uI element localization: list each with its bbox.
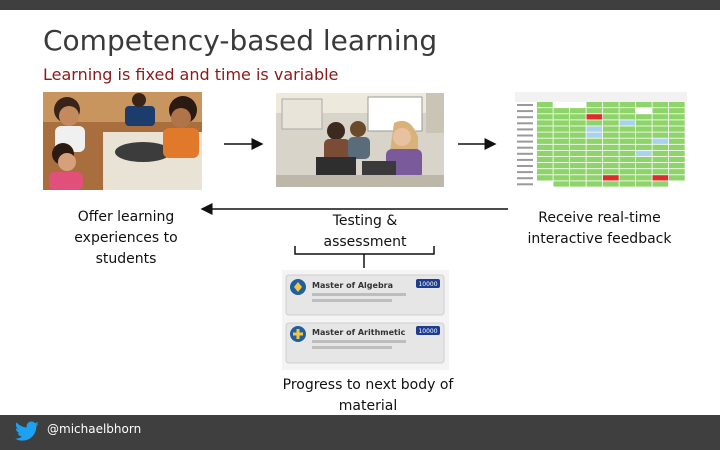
mastery-badges-image: Master of Algebra 10000 Master of Arithm… xyxy=(282,270,449,370)
slide-title: Competency-based learning xyxy=(43,24,438,57)
feedback-dashboard-image xyxy=(515,92,687,190)
caption-offer: Offer learning experiences to students xyxy=(74,209,178,267)
footer-bar xyxy=(0,415,720,450)
badge-arithmetic-title: Master of Arithmetic xyxy=(312,328,406,337)
slide-subtitle: Learning is fixed and time is variable xyxy=(43,65,339,84)
badge-arithmetic-points: 10000 xyxy=(418,328,437,335)
badge-algebra-title: Master of Algebra xyxy=(312,281,393,290)
students-laptops-photo xyxy=(276,93,444,187)
children-learning-photo xyxy=(43,92,202,190)
twitter-handle: @michaelbhorn xyxy=(47,422,142,436)
badge-algebra-points: 10000 xyxy=(418,281,437,288)
twitter-bird-icon xyxy=(14,421,39,441)
caption-testing: Testing & assessment xyxy=(323,213,407,250)
caption-feedback: Receive real-time interactive feedback xyxy=(527,210,672,247)
caption-progress: Progress to next body of material xyxy=(282,377,454,414)
top-bar xyxy=(0,0,720,10)
